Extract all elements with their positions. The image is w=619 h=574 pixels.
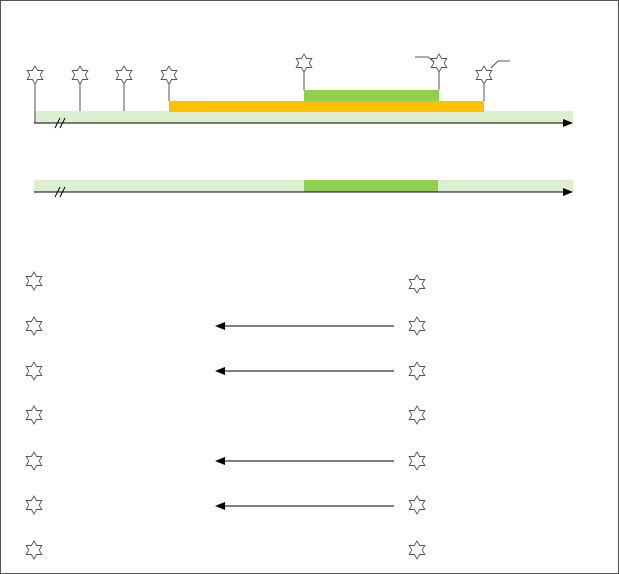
axis-break-icon [54,117,66,129]
callout-leader [490,60,510,69]
right-star-icon [408,495,426,515]
callout-leader [415,56,435,63]
right-star-icon [408,274,426,294]
right-star-icon [408,316,426,336]
event-star-icon [430,53,448,73]
left-star-icon [25,540,43,560]
left-star-icon [25,316,43,336]
right-star-icon [408,451,426,471]
green-period-bar [304,90,439,101]
event-star-icon [115,65,133,85]
right-star-icon [408,405,426,425]
left-star-icon [25,405,43,425]
axis-break-icon [54,186,66,198]
event-star-icon [26,65,44,85]
event-star-icon [295,53,313,73]
event-star-icon [475,65,493,85]
right-star-icon [408,540,426,560]
left-star-icon [25,495,43,515]
event-star-icon [160,65,178,85]
event-star-icon [71,65,89,85]
timeline-bottom [34,180,573,198]
green-period-segment [304,180,438,192]
right-star-icon [408,361,426,381]
timeline-top [26,53,573,129]
timeline-bottom-band [34,180,573,192]
orange-period-bar [169,101,484,112]
left-star-icon [25,271,43,291]
left-star-icon [25,361,43,381]
timeline-top-band [34,111,573,123]
left-star-icon [25,451,43,471]
mapping-section [25,271,426,560]
